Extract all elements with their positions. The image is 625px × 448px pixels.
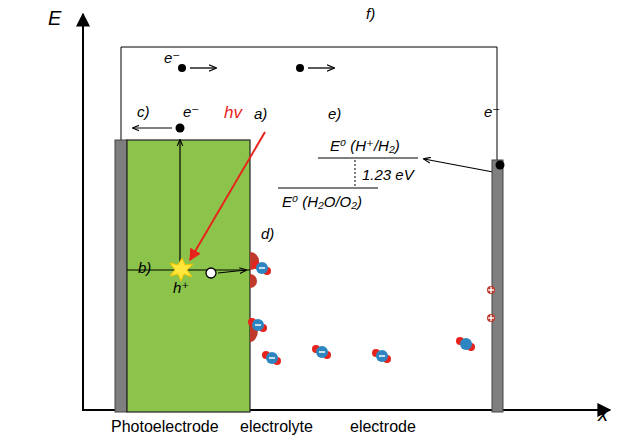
electron-label: e⁻ (164, 50, 180, 65)
level-h2 (318, 158, 418, 159)
electron-arrow (133, 127, 172, 128)
electron-arrow (424, 159, 493, 172)
callout-letter: b) (138, 260, 151, 275)
hole-arrow (218, 270, 246, 273)
positive-charges (487, 286, 495, 322)
back-contact (115, 140, 127, 412)
electron-dot (496, 161, 505, 170)
photoelectrode-box: b) h⁺ (127, 140, 250, 412)
callout-letter: e) (328, 106, 341, 121)
light-arrow (190, 132, 265, 260)
adsorbate (250, 274, 257, 288)
potential-label: E⁰ (H₂O/O₂) (282, 194, 362, 209)
level-o2 (278, 188, 378, 189)
electron-arrow (308, 67, 334, 68)
absorption-star (170, 258, 193, 281)
electron-dot (176, 124, 185, 133)
electron-dot (178, 64, 186, 72)
electron-dot (296, 64, 304, 72)
hole (206, 268, 216, 278)
axis-caption: Photoelectrode (111, 419, 219, 435)
callout-letter: a) (254, 106, 267, 121)
axis-label: x (598, 404, 608, 424)
gap-dots (355, 160, 356, 186)
callout-letter: c) (137, 104, 150, 119)
axis-caption: electrode (350, 419, 416, 435)
axis-label: E (48, 8, 61, 28)
electron-arrow (190, 67, 216, 68)
electron-label: e⁻ (183, 104, 199, 119)
counter-electrode (492, 160, 503, 412)
ions (248, 261, 475, 365)
photon-label: hv (224, 104, 242, 121)
callout-letter: d) (261, 226, 274, 241)
excitation-arrow (179, 140, 180, 268)
hole-label: h⁺ (173, 280, 189, 295)
electron-label: e⁻ (484, 104, 500, 119)
potential-label: E⁰ (H⁺/H₂) (330, 138, 400, 153)
axis-caption: electrolyte (240, 419, 313, 435)
energy-gap: 1.23 eV (362, 167, 414, 182)
semiconductor (127, 140, 250, 412)
callout-letter: f) (366, 6, 375, 21)
energy-axis (82, 14, 84, 410)
